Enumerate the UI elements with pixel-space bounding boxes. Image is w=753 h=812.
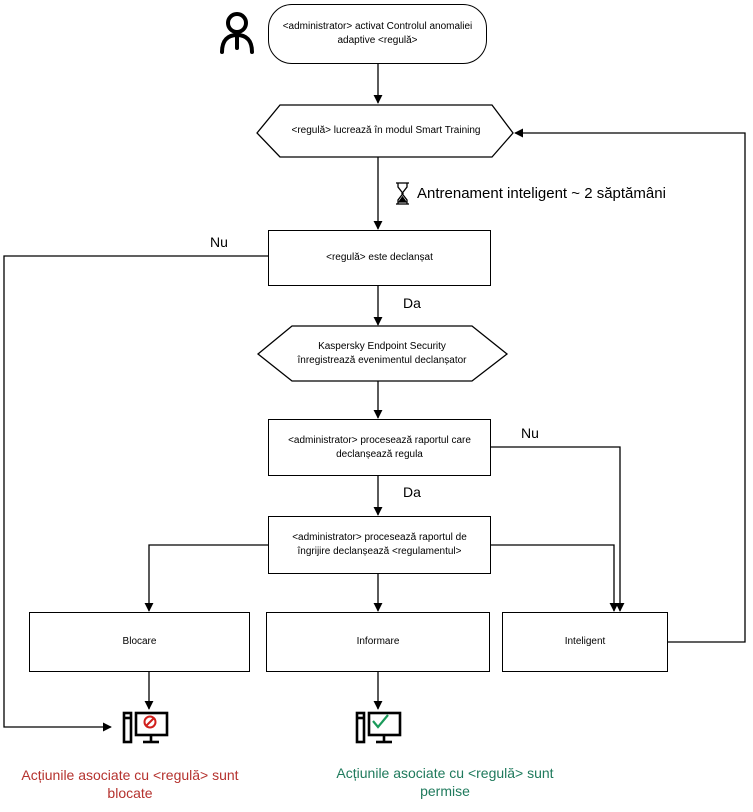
outcome-allowed: Acțiunile asociate cu <regulă> sunt perm…	[336, 765, 554, 799]
computer-blocked-icon	[122, 711, 169, 744]
hexagon-smart-training	[256, 104, 514, 158]
edge-label-training-duration: Antrenament inteligent ~ 2 săptămâni	[417, 185, 666, 202]
node-admin-processes-care-label: <administrator> procesează raportul de î…	[292, 532, 467, 557]
computer-allowed-icon	[355, 711, 402, 744]
node-kes-logs-label: Kaspersky Endpoint Security înregistreaz…	[297, 340, 467, 366]
node-admin-processes-report-label: <administrator> procesează raportul care…	[288, 434, 471, 460]
node-block-label: Blocare	[122, 636, 157, 647]
node-inform-label: Informare	[356, 636, 400, 647]
node-block: Blocare	[29, 612, 250, 672]
user-icon	[220, 12, 254, 54]
node-inform: Informare	[266, 612, 490, 672]
outcome-blocked: Acțiunile asociate cu <regulă> sunt bloc…	[21, 767, 239, 801]
hourglass-icon	[396, 182, 409, 205]
node-rule-triggered: <regulă> este declanșat	[268, 230, 491, 286]
node-admin-processes-report: <administrator> procesează raportul care…	[268, 419, 491, 476]
node-rule-triggered-label: <regulă> este declanșat	[326, 252, 433, 263]
node-smart-training: <regulă> lucrează în modul Smart Trainin…	[282, 105, 490, 157]
edge-label-no-2: Nu	[521, 425, 539, 441]
edge-label-no-1: Nu	[210, 234, 228, 250]
edge-label-yes-1: Da	[403, 295, 421, 311]
node-smart-training-label: <regulă> lucrează în modul Smart Trainin…	[291, 125, 481, 136]
node-start: <administrator> activat Controlul anomal…	[268, 4, 487, 64]
node-start-label: <administrator> activat Controlul anomal…	[282, 21, 473, 46]
node-smart: Inteligent	[502, 612, 668, 672]
hexagon-kes-logs	[256, 325, 509, 382]
arrow-care-to-block	[144, 544, 270, 612]
arrow-care-to-smart	[490, 544, 619, 612]
node-admin-processes-care: <administrator> procesează raportul de î…	[268, 516, 491, 574]
arrow-report-no-to-smart	[490, 446, 625, 612]
arrow-triggered-no-to-blocked	[3, 255, 268, 732]
node-smart-label: Inteligent	[564, 636, 606, 647]
edge-label-yes-2: Da	[403, 484, 421, 500]
arrow-smart-back-to-training	[514, 128, 746, 643]
node-kes-logs: Kaspersky Endpoint Security înregistreaz…	[290, 326, 474, 381]
